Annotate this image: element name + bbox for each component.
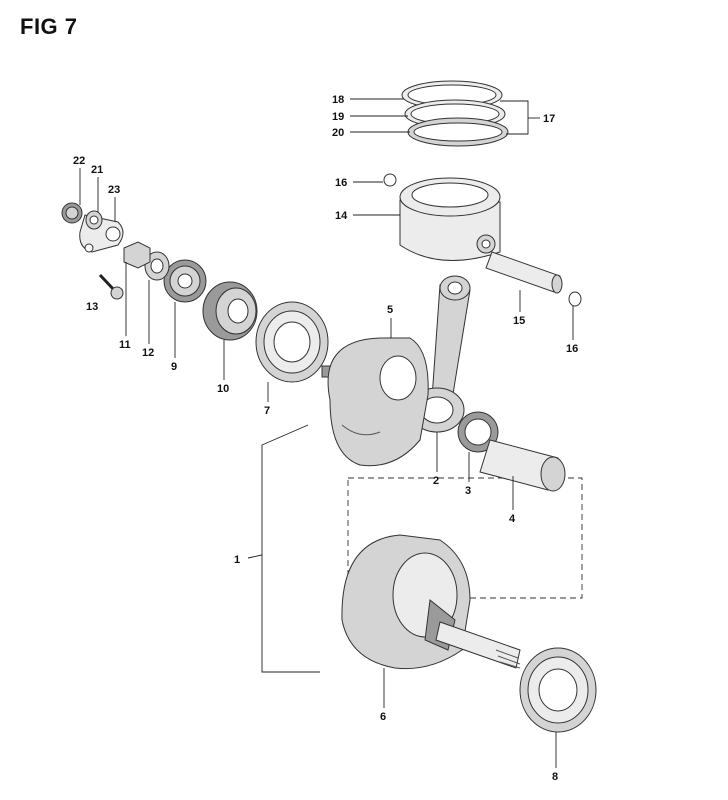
crankshaft-assembly-bracket	[247, 424, 320, 673]
callout-7: 7	[264, 405, 270, 417]
figure-title: FIG 7	[20, 14, 78, 39]
callout-16-lower: 16	[566, 343, 578, 355]
cap-screw	[61, 202, 83, 224]
callout-18: 18	[332, 94, 344, 106]
nut	[123, 241, 151, 269]
callout-13: 13	[86, 301, 98, 313]
bolt	[98, 273, 124, 300]
small-washer	[85, 210, 103, 230]
crankshaft-left-half	[341, 534, 521, 670]
callout-labels: 18 19 20 17 16 14 15 16 5 2 3 4 1 6 8 7 …	[73, 94, 578, 783]
piston-pin	[485, 251, 563, 294]
washer	[144, 251, 170, 281]
callout-15: 15	[513, 315, 525, 327]
piston	[399, 177, 501, 261]
callout-5: 5	[387, 304, 393, 316]
crankshaft-right-half	[321, 337, 429, 467]
callout-11: 11	[119, 339, 131, 351]
callout-2: 2	[433, 475, 439, 487]
crank-pin	[479, 439, 566, 492]
callout-22: 22	[73, 155, 85, 167]
piston-ring-set	[401, 80, 509, 147]
timing-sprocket	[163, 259, 207, 303]
callout-14: 14	[335, 210, 348, 222]
callout-23: 23	[108, 184, 120, 196]
callout-9: 9	[171, 361, 177, 373]
callout-6: 6	[380, 711, 386, 723]
callout-16-upper: 16	[335, 177, 347, 189]
callout-1: 1	[234, 554, 240, 566]
callout-19: 19	[332, 111, 344, 123]
ball-bearing-upper	[255, 301, 329, 383]
callout-8: 8	[552, 771, 558, 783]
circlip-upper	[383, 173, 397, 187]
callout-10: 10	[217, 383, 229, 395]
leader-lines	[79, 98, 574, 768]
callout-17: 17	[543, 113, 555, 125]
callout-21: 21	[91, 164, 103, 176]
callout-12: 12	[142, 347, 154, 359]
circlip-lower	[568, 291, 582, 307]
needle-bearing	[457, 411, 499, 453]
callout-4: 4	[509, 513, 516, 525]
callout-3: 3	[465, 485, 471, 497]
callout-20: 20	[332, 127, 344, 139]
primary-gear	[202, 281, 258, 341]
ball-bearing-lower	[519, 647, 597, 733]
